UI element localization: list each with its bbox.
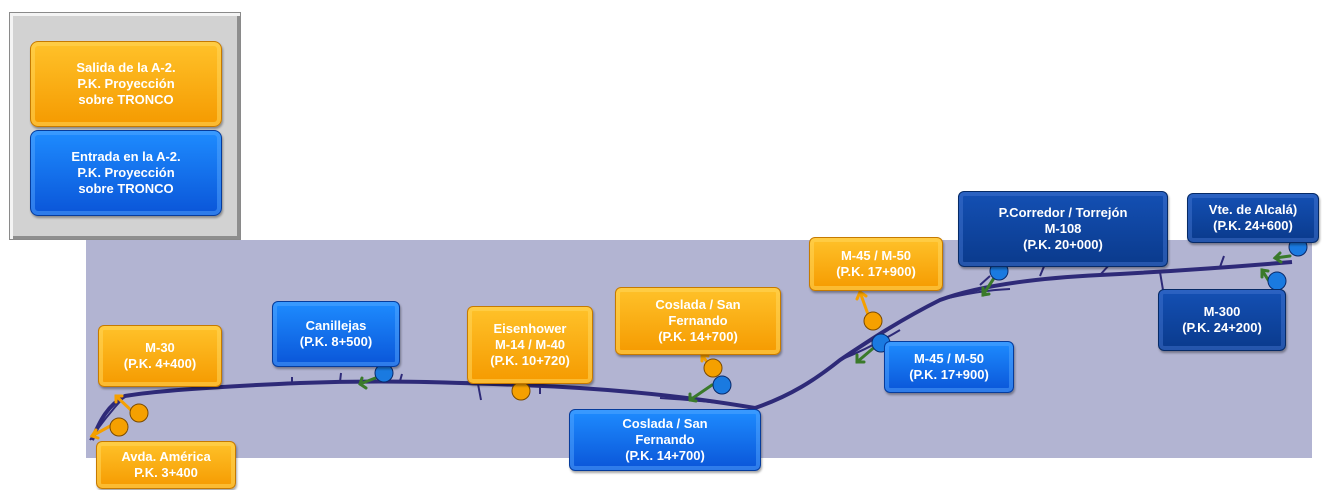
entrada-markers bbox=[374, 237, 1308, 395]
label-alcala: Vte. de Alcalá) (P.K. 24+600) bbox=[1187, 193, 1319, 243]
label-m300: M-300 (P.K. 24+200) bbox=[1158, 289, 1286, 351]
label-coslada-entrada: Coslada / San Fernando (P.K. 14+700) bbox=[569, 409, 761, 471]
label-m30: M-30 (P.K. 4+400) bbox=[98, 325, 222, 387]
label-eisenhower: Eisenhower M-14 / M-40 (P.K. 10+720) bbox=[467, 306, 593, 384]
salida-markers bbox=[109, 311, 883, 437]
label-m45-salida: M-45 / M-50 (P.K. 17+900) bbox=[809, 237, 943, 291]
legend-panel: Salida de la A-2. P.K. Proyección sobre … bbox=[9, 12, 241, 240]
label-coslada-salida: Coslada / San Fernando (P.K. 14+700) bbox=[615, 287, 781, 355]
label-avda-america: Avda. América P.K. 3+400 bbox=[96, 441, 236, 489]
legend-salida: Salida de la A-2. P.K. Proyección sobre … bbox=[30, 41, 222, 127]
label-corredor-torrejon: P.Corredor / Torrejón M-108 (P.K. 20+000… bbox=[958, 191, 1168, 267]
label-canillejas: Canillejas (P.K. 8+500) bbox=[272, 301, 400, 367]
legend-entrada: Entrada en la A-2. P.K. Proyección sobre… bbox=[30, 130, 222, 216]
label-m45-entrada: M-45 / M-50 (P.K. 17+900) bbox=[884, 341, 1014, 393]
